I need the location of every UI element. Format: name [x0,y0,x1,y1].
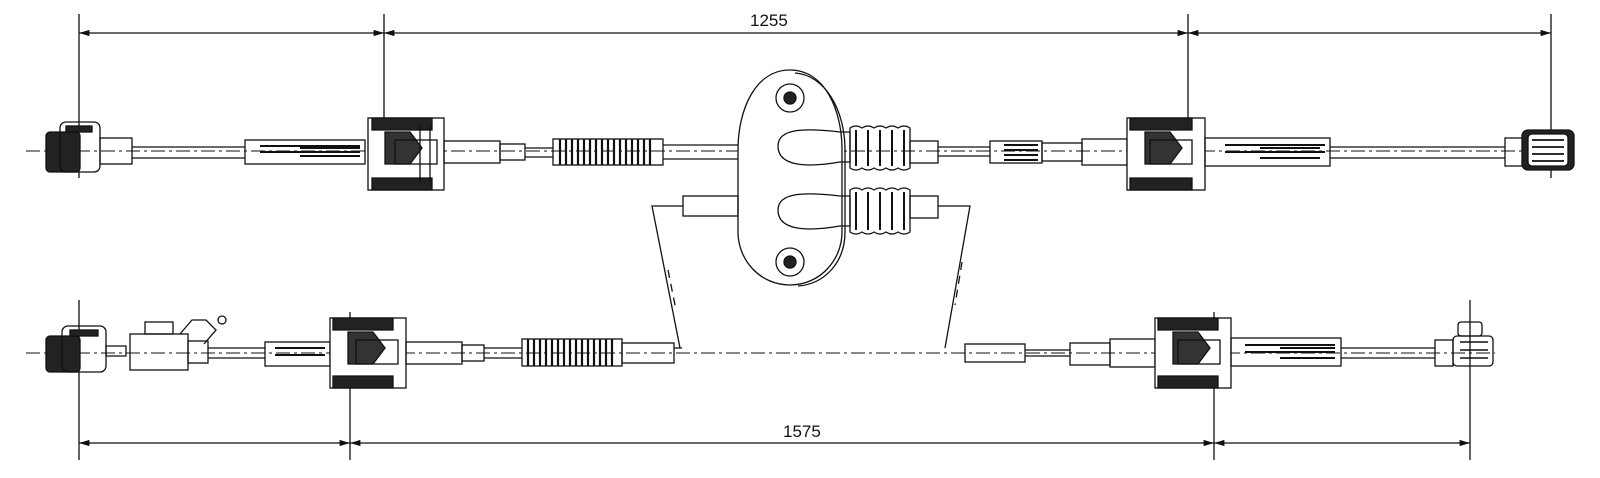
cable-routing-lines [651,205,971,349]
bulkhead-grommet-icon [367,117,445,191]
mounting-plate-icon [737,69,851,287]
corrugated-sleeve-top [552,138,664,166]
top-left-cable-end [45,121,366,173]
top-dimension-label: 1255 [750,11,788,30]
bulkhead-grommet-right-bottom [1154,317,1232,389]
bottom-dimension-line: 1575 [78,300,1471,460]
corrugated-sleeve-bottom [521,338,623,367]
bulkhead-grommet-right-top [1126,117,1206,191]
bottom-left-cable-end [45,315,227,373]
top-right-cable-end [1504,129,1575,171]
cable-end-eyelet-icon [45,131,81,173]
bottom-dimension-label: 1575 [783,422,821,441]
top-dimension-line: 1255 [78,11,1552,178]
bulkhead-grommet-left-bottom [329,317,407,389]
bottom-right-cable-end [1434,321,1494,367]
